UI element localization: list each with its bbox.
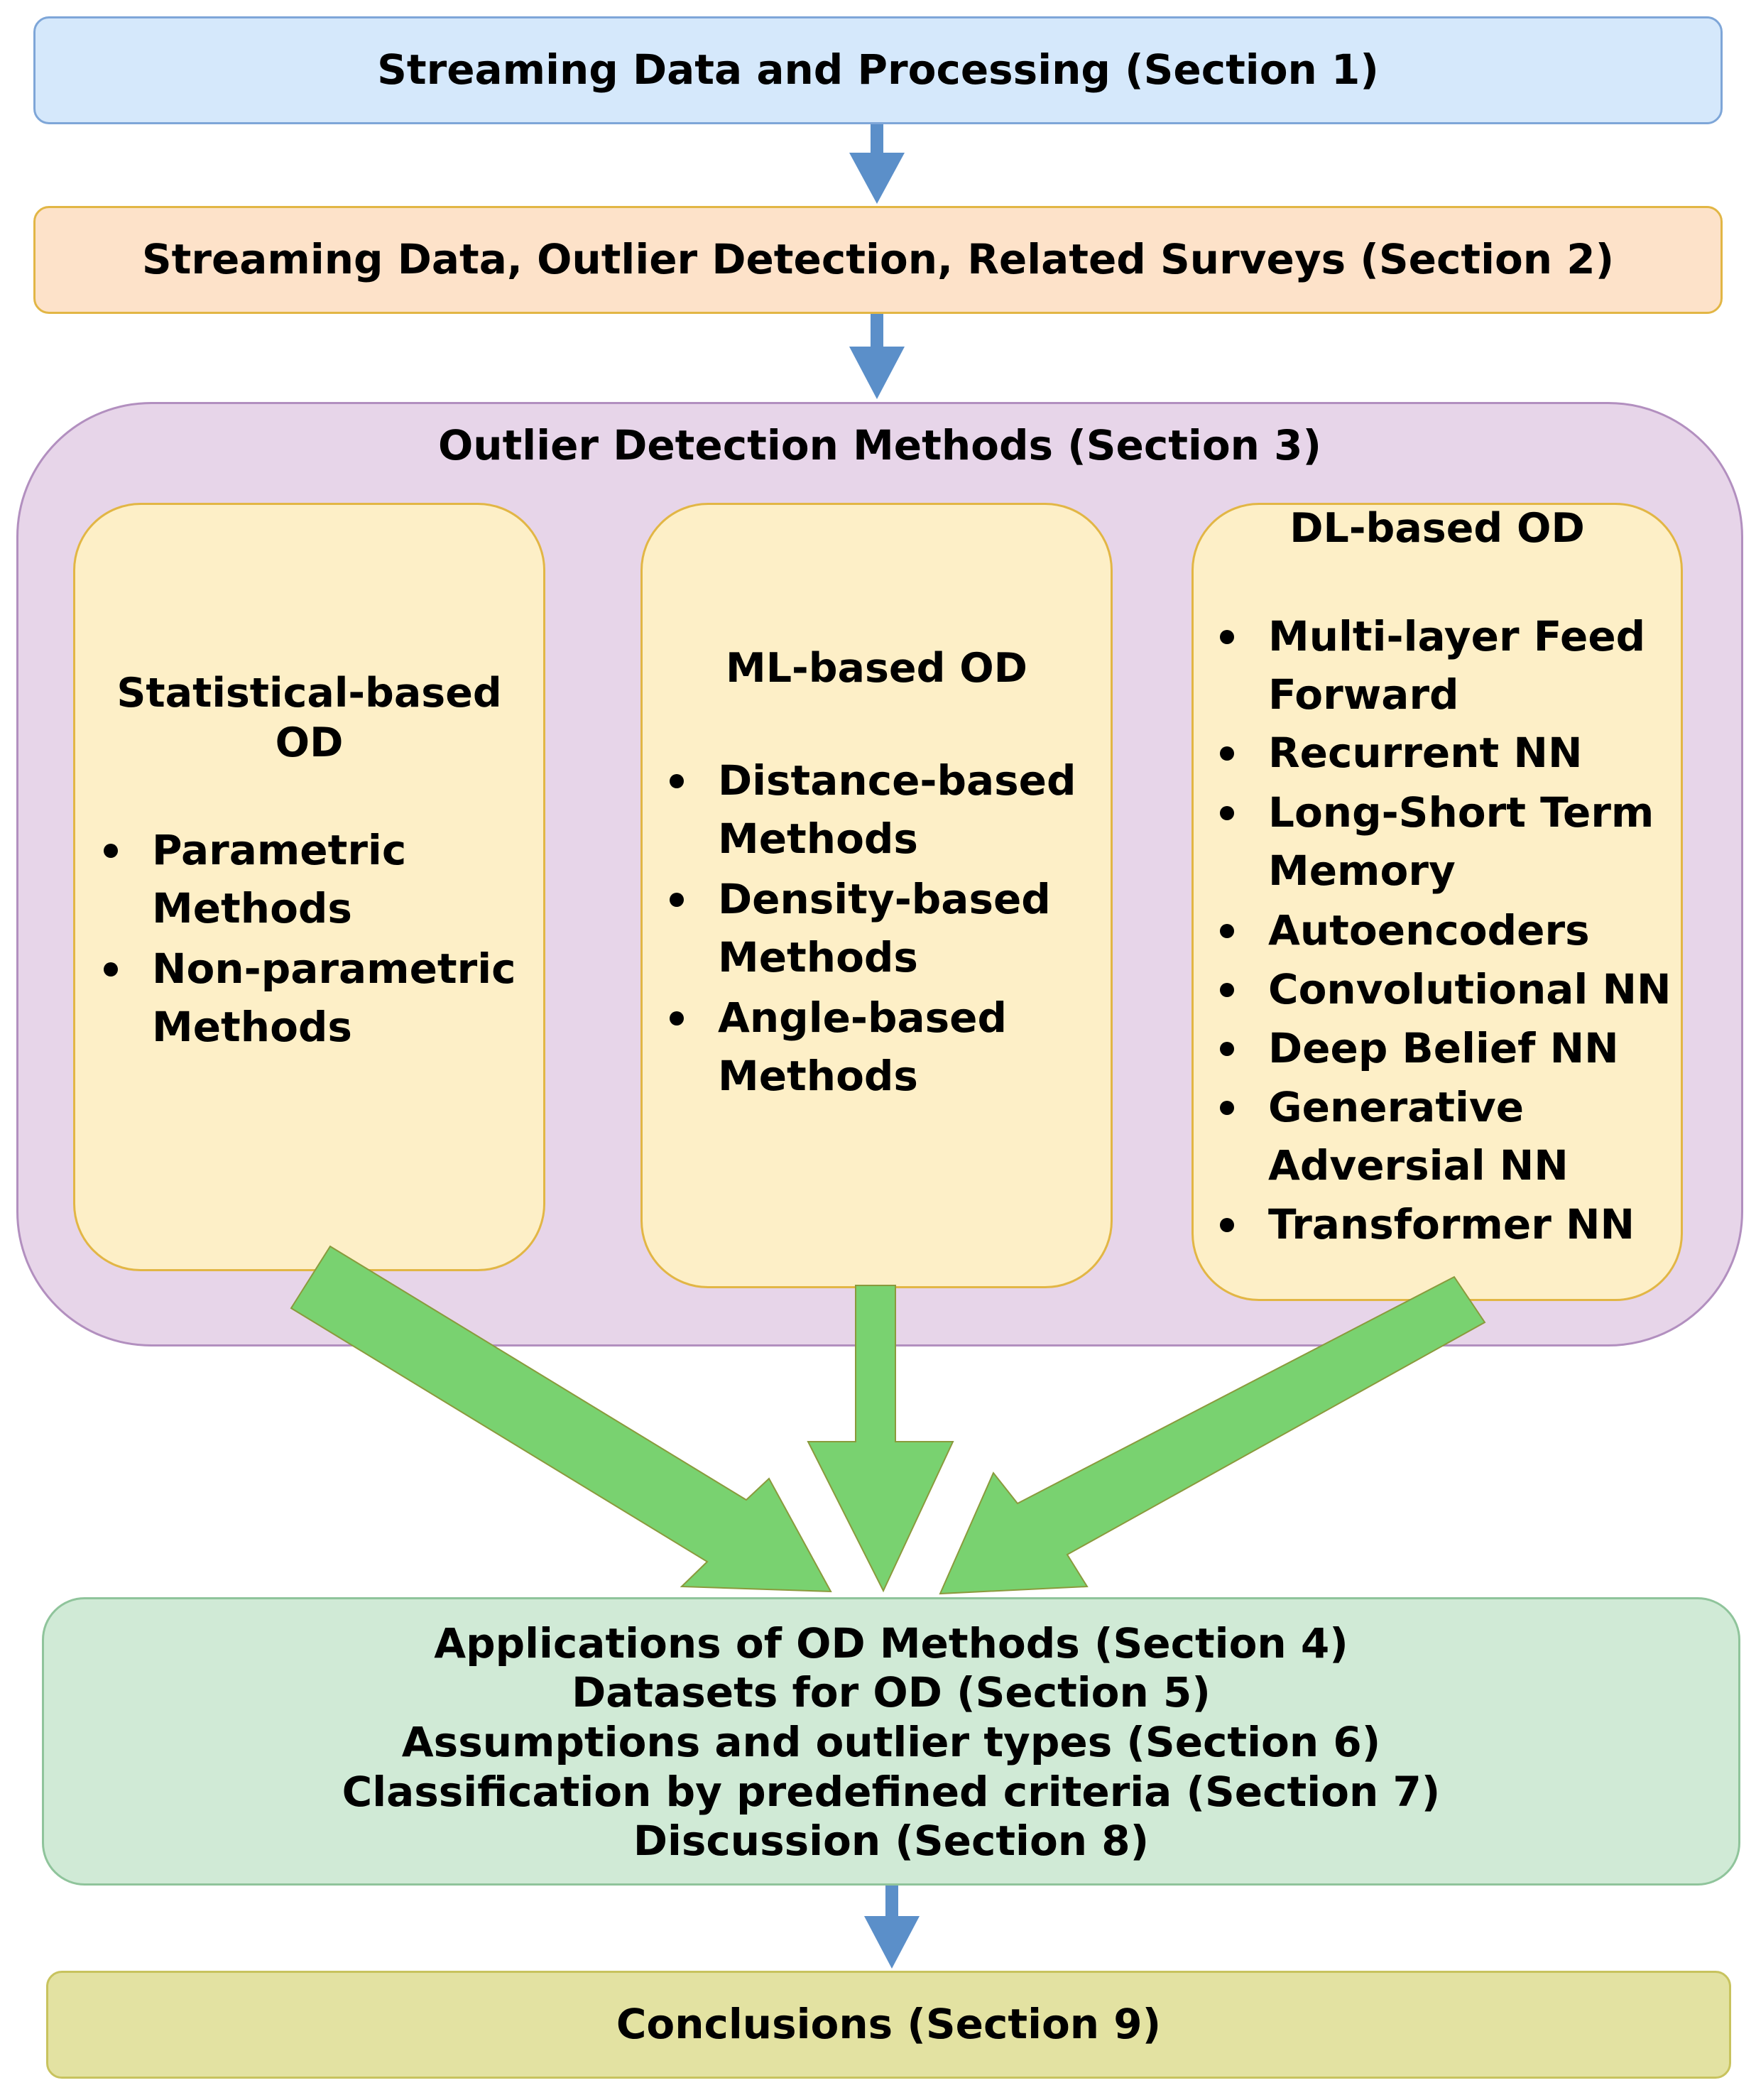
arrow-s2-to-s3 bbox=[849, 314, 905, 399]
section-2-box: Streaming Data, Outlier Detection, Relat… bbox=[33, 206, 1723, 314]
bullet-icon bbox=[1220, 983, 1234, 997]
statistical-od-title-line2: OD bbox=[275, 719, 344, 766]
ml-od-title: ML-based OD bbox=[726, 645, 1027, 692]
statistical-od-box: Statistical-based OD Parametric Methods … bbox=[73, 503, 545, 1271]
bullet-icon bbox=[104, 844, 118, 858]
section-1-box: Streaming Data and Processing (Section 1… bbox=[33, 16, 1723, 124]
bullet-icon bbox=[104, 962, 118, 976]
statistical-od-title-line1: Statistical-based bbox=[116, 670, 502, 717]
arrow-dl-to-s48 bbox=[939, 1275, 1486, 1595]
arrow-s48-to-s9 bbox=[864, 1886, 920, 1969]
bullet-icon bbox=[1220, 1101, 1234, 1115]
bullet-icon bbox=[670, 1011, 684, 1025]
section-6-line: Assumptions and outlier types (Section 6… bbox=[401, 1718, 1381, 1766]
section-9-title: Conclusions (Section 9) bbox=[616, 2000, 1162, 2048]
ml-od-box: ML-based OD Distance-based Methods Densi… bbox=[640, 503, 1113, 1288]
section-1-title: Streaming Data and Processing (Section 1… bbox=[377, 45, 1379, 94]
section-7-line: Classification by predefined criteria (S… bbox=[342, 1768, 1441, 1816]
bullet-icon bbox=[1220, 1042, 1234, 1056]
section-4-line: Applications of OD Methods (Section 4) bbox=[434, 1619, 1348, 1668]
section-3-title: Outlier Detection Methods (Section 3) bbox=[437, 421, 1322, 469]
bullet-icon bbox=[1220, 924, 1234, 938]
arrow-s1-to-s2 bbox=[849, 124, 905, 204]
bullet-icon bbox=[1220, 806, 1234, 820]
bullet-icon bbox=[670, 774, 684, 788]
arrow-statistical-to-s48 bbox=[290, 1245, 832, 1593]
bullet-icon bbox=[670, 893, 684, 907]
bullet-icon bbox=[1220, 1218, 1234, 1232]
dl-od-title: DL-based OD bbox=[1289, 505, 1585, 552]
section-5-line: Datasets for OD (Section 5) bbox=[572, 1668, 1211, 1717]
bullet-icon bbox=[1220, 746, 1234, 761]
section-8-line: Discussion (Section 8) bbox=[633, 1817, 1150, 1865]
section-2-title: Streaming Data, Outlier Detection, Relat… bbox=[141, 235, 1615, 283]
dl-od-box: DL-based OD Multi-layer Feed Forward Rec… bbox=[1191, 503, 1683, 1301]
bullet-icon bbox=[1220, 630, 1234, 644]
sections-4-8-box: Applications of OD Methods (Section 4) D… bbox=[42, 1597, 1740, 1886]
section-9-box: Conclusions (Section 9) bbox=[46, 1971, 1731, 2079]
arrow-ml-to-s48 bbox=[807, 1285, 954, 1593]
